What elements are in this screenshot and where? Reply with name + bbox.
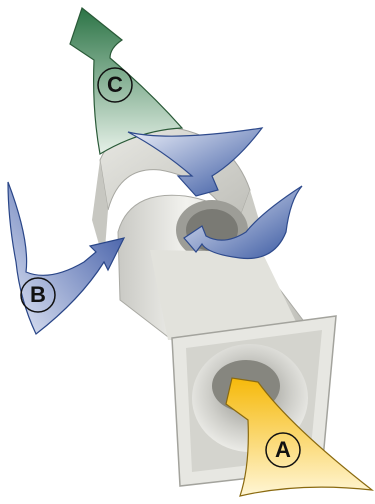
label-a: A bbox=[265, 432, 301, 468]
label-c: C bbox=[97, 67, 133, 103]
label-b: B bbox=[20, 277, 56, 313]
